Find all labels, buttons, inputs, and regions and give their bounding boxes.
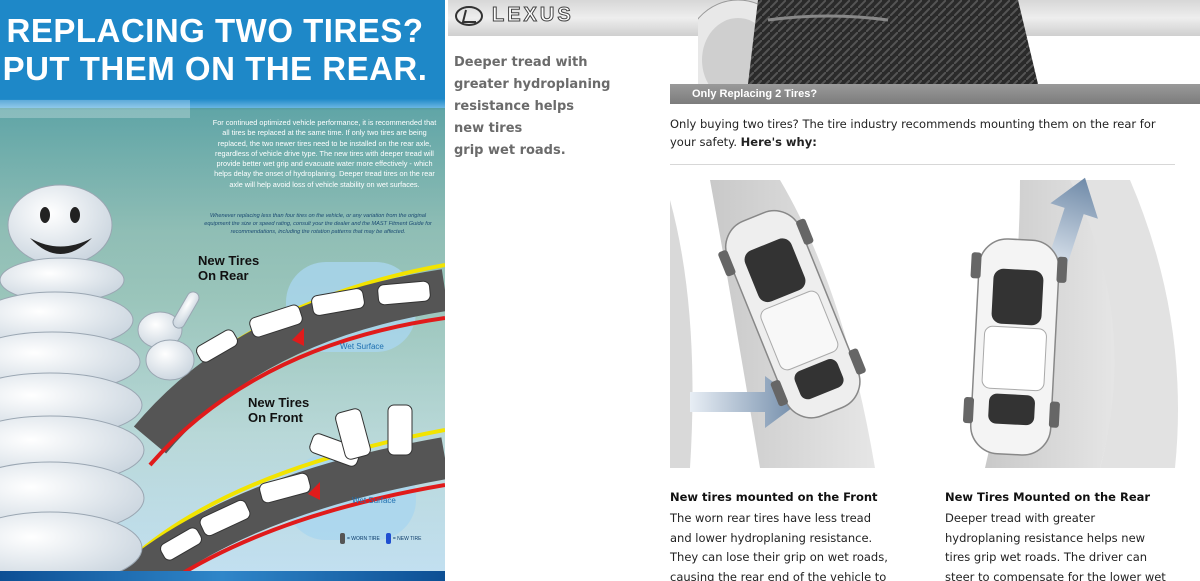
road-lower: [116, 437, 445, 581]
direction-arrow-icon: [1043, 177, 1098, 281]
car-icon: [311, 288, 365, 316]
car-icon: [196, 329, 238, 363]
label-new-tires-rear: New Tires On Rear: [198, 253, 260, 283]
lexus-emblem-icon: [455, 5, 483, 26]
intro-text: Only buying two tires? The tire industry…: [670, 117, 1156, 149]
rear-caption-text: Deeper tread with greater hydroplaning r…: [945, 511, 1166, 581]
car-top-view-icon: [962, 238, 1068, 456]
worn-tire-icon: [340, 533, 345, 544]
bibendum-mascot-icon: [0, 184, 200, 581]
wet-surface-label: Wet Surface: [340, 342, 384, 351]
car-icon: [335, 408, 371, 460]
arrow-icon: [292, 328, 304, 346]
lexus-panel: LEXUS Deeper tread with greater hydropla…: [448, 0, 1200, 581]
divider: [670, 164, 1175, 165]
legend-new: = NEW TIRE: [385, 533, 422, 544]
left-note-text: Whenever replacing less than four tires …: [204, 213, 432, 236]
lexus-tagline: Deeper tread with greater hydroplaning r…: [454, 55, 611, 158]
lexus-wordmark: LEXUS: [492, 4, 574, 27]
bibendum-face-icon: [30, 207, 92, 254]
diagram-rear: [962, 177, 1178, 468]
tires-photo: [698, 0, 1038, 84]
car-icon: [387, 404, 413, 456]
front-caption-text: The worn rear tires have less tread and …: [670, 511, 888, 581]
front-caption-title: New tires mounted on the Front: [670, 490, 878, 504]
left-body-text: For continued optimized vehicle performa…: [212, 118, 437, 189]
lexus-logo[interactable]: LEXUS: [454, 4, 574, 27]
title-line-1: REPLACING TWO TIRES?: [6, 12, 424, 49]
section-header-bar: [670, 84, 1200, 104]
wet-surface-label: Wet Surface: [352, 496, 396, 505]
car-icon: [249, 304, 303, 338]
title-line-2: PUT THEM ON THE REAR.: [2, 50, 428, 87]
car-icon: [160, 527, 202, 561]
legend-worn: = WORN TIRE: [340, 533, 380, 544]
car-icon: [377, 280, 431, 306]
diagram-front: [670, 180, 875, 468]
car-diagrams: [670, 177, 1178, 468]
car-top-view-icon: [718, 209, 866, 419]
new-tire-icon: [385, 533, 391, 544]
car-icon: [199, 499, 251, 537]
left-title: REPLACING TWO TIRES? PUT THEM ON THE REA…: [0, 12, 430, 88]
car-icon: [259, 472, 311, 504]
tire-legend: = WORN TIRE = NEW TIRE: [340, 533, 422, 544]
michelin-panel: REPLACING TWO TIRES? PUT THEM ON THE REA…: [0, 0, 445, 581]
arrow-icon: [308, 482, 320, 500]
section-header-title: Only Replacing 2 Tires?: [692, 88, 818, 100]
michelin-illustration: [0, 100, 445, 581]
left-footer-band: [0, 571, 445, 581]
label-new-tires-front: New Tires On Front: [248, 395, 310, 425]
rear-caption-title: New Tires Mounted on the Rear: [945, 490, 1151, 504]
